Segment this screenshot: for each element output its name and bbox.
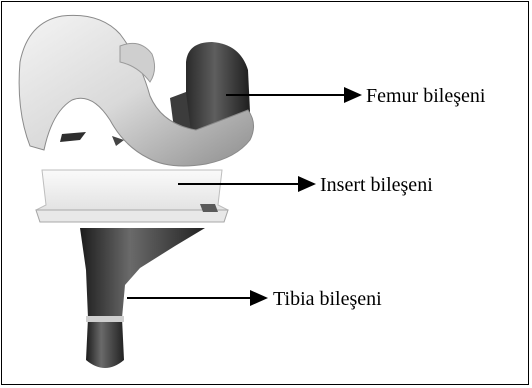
tibia-component-label: Tibia bileşeni (273, 289, 382, 309)
insert-component-label: Insert bileşeni (320, 175, 433, 195)
femur-component-label: Femur bileşeni (366, 86, 485, 106)
